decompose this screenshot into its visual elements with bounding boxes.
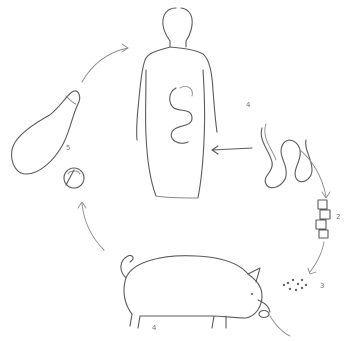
label-muscle: 5 (66, 144, 70, 152)
label-proglottids: 2 (336, 213, 340, 221)
eggs (283, 279, 307, 291)
label-eggs: 3 (320, 282, 324, 290)
arrow-to-eggs (310, 242, 324, 272)
label-pig: 4 (152, 324, 157, 332)
human-figure (137, 8, 217, 198)
arrow-pig-shadow (270, 316, 290, 336)
liver-organ (12, 91, 80, 174)
proglottids (316, 200, 330, 238)
adult-tapeworm (212, 124, 312, 188)
arrow-to-proglottids (300, 150, 326, 196)
arrow-to-muscle (82, 204, 104, 250)
pig (121, 255, 270, 328)
intestine (170, 86, 193, 143)
arrow-to-human (82, 48, 128, 82)
label-human: 4 (246, 101, 251, 109)
cysticercus (64, 168, 84, 188)
